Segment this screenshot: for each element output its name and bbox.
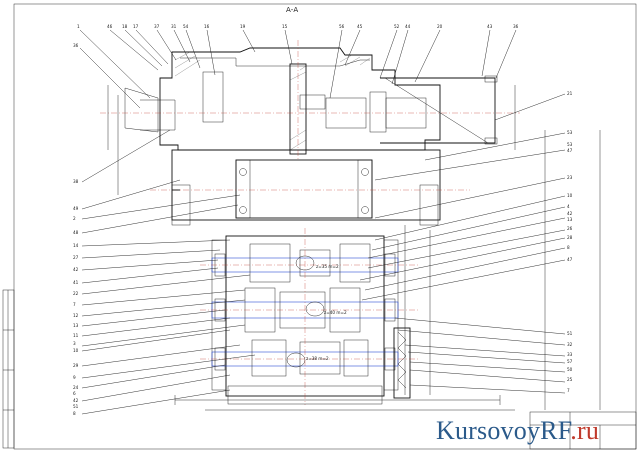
left-leaders (79, 47, 256, 415)
part-label: 32 (567, 342, 573, 347)
part-label: 20 (437, 24, 443, 29)
gear-callout: z=35 m=2 (316, 264, 339, 269)
gear-callout: z=38 m=2 (306, 356, 329, 361)
part-label: 53 (567, 142, 573, 147)
part-label: 13 (567, 217, 573, 222)
part-label: 24 (73, 385, 79, 390)
top-leaders (79, 29, 517, 99)
part-label: 19 (240, 24, 246, 29)
part-label: 16 (204, 24, 210, 29)
gear-callout: z=40 m=2 (324, 310, 347, 315)
part-label: 42 (567, 211, 573, 216)
part-label: 28 (567, 235, 573, 240)
right-leaders (359, 93, 566, 394)
part-label: 18 (122, 24, 128, 29)
part-label: 15 (282, 24, 288, 29)
part-label: 54 (183, 24, 189, 29)
part-label: 17 (133, 24, 139, 29)
part-label: 56 (339, 24, 345, 29)
part-label: 38 (73, 179, 79, 184)
part-label: 45 (357, 24, 363, 29)
part-label: 51 (73, 404, 79, 409)
part-label: 13 (73, 323, 79, 328)
part-label: 29 (73, 363, 79, 368)
title-block (529, 411, 637, 450)
part-label: 11 (73, 333, 79, 338)
part-label: 4 (567, 204, 570, 209)
part-label: 10 (73, 348, 79, 353)
part-label: 53 (567, 130, 573, 135)
gearbox (200, 228, 420, 405)
part-label: 25 (567, 377, 573, 382)
right-part-labels: 21 53 53 47 23 10 4 42 13 26 28 8 47 51 … (567, 91, 573, 393)
sheet-frame (13, 3, 637, 450)
part-label: 50 (567, 367, 573, 372)
flange-body (150, 149, 470, 226)
left-margin-stamp (2, 289, 15, 449)
part-label: 44 (405, 24, 411, 29)
left-part-labels: 36 38 49 2 48 14 27 42 41 22 7 12 13 11 … (73, 43, 79, 416)
part-label: 27 (73, 255, 79, 260)
part-label: 49 (73, 206, 79, 211)
part-label: 21 (567, 91, 573, 96)
part-label: 8 (567, 245, 570, 250)
part-label: 42 (73, 267, 79, 272)
watermark-main: KursovoyRF (436, 416, 571, 445)
part-label: 43 (487, 24, 493, 29)
part-label: 37 (154, 24, 160, 29)
part-label: 36 (513, 24, 519, 29)
part-label: 9 (73, 375, 76, 380)
part-label: 36 (73, 43, 79, 48)
watermark: KursovoyRF.ru (436, 416, 599, 446)
part-label: 31 (171, 24, 177, 29)
part-label: 6 (73, 391, 76, 396)
top-part-labels: 1 46 18 17 37 31 54 16 19 15 56 45 52 44… (77, 24, 519, 29)
part-label: 7 (73, 302, 76, 307)
part-label: 41 (73, 280, 79, 285)
part-label: 42 (73, 398, 79, 403)
part-label: 8 (73, 411, 76, 416)
part-label: 46 (107, 24, 113, 29)
part-label: 10 (567, 193, 573, 198)
part-label: 47 (567, 148, 573, 153)
part-label: 22 (73, 291, 79, 296)
upper-housing (100, 40, 520, 160)
dimension-lines (107, 85, 601, 411)
part-label: 23 (567, 175, 573, 180)
part-label: 7 (567, 388, 570, 393)
part-label: 47 (567, 257, 573, 262)
part-label: 1 (77, 24, 80, 29)
watermark-tld: .ru (570, 416, 600, 445)
part-label: 2 (73, 216, 76, 221)
part-label: 33 (567, 352, 573, 357)
part-label: 52 (394, 24, 400, 29)
part-label: 57 (567, 359, 573, 364)
part-label: 3 (73, 341, 76, 346)
part-label: 14 (73, 243, 79, 248)
gear-callouts: z=35 m=2 z=40 m=2 z=38 m=2 (306, 264, 347, 361)
part-label: 48 (73, 230, 79, 235)
part-label: 51 (567, 331, 573, 336)
part-label: 26 (567, 226, 573, 231)
part-label: 12 (73, 313, 79, 318)
section-title: А-А (286, 6, 299, 14)
